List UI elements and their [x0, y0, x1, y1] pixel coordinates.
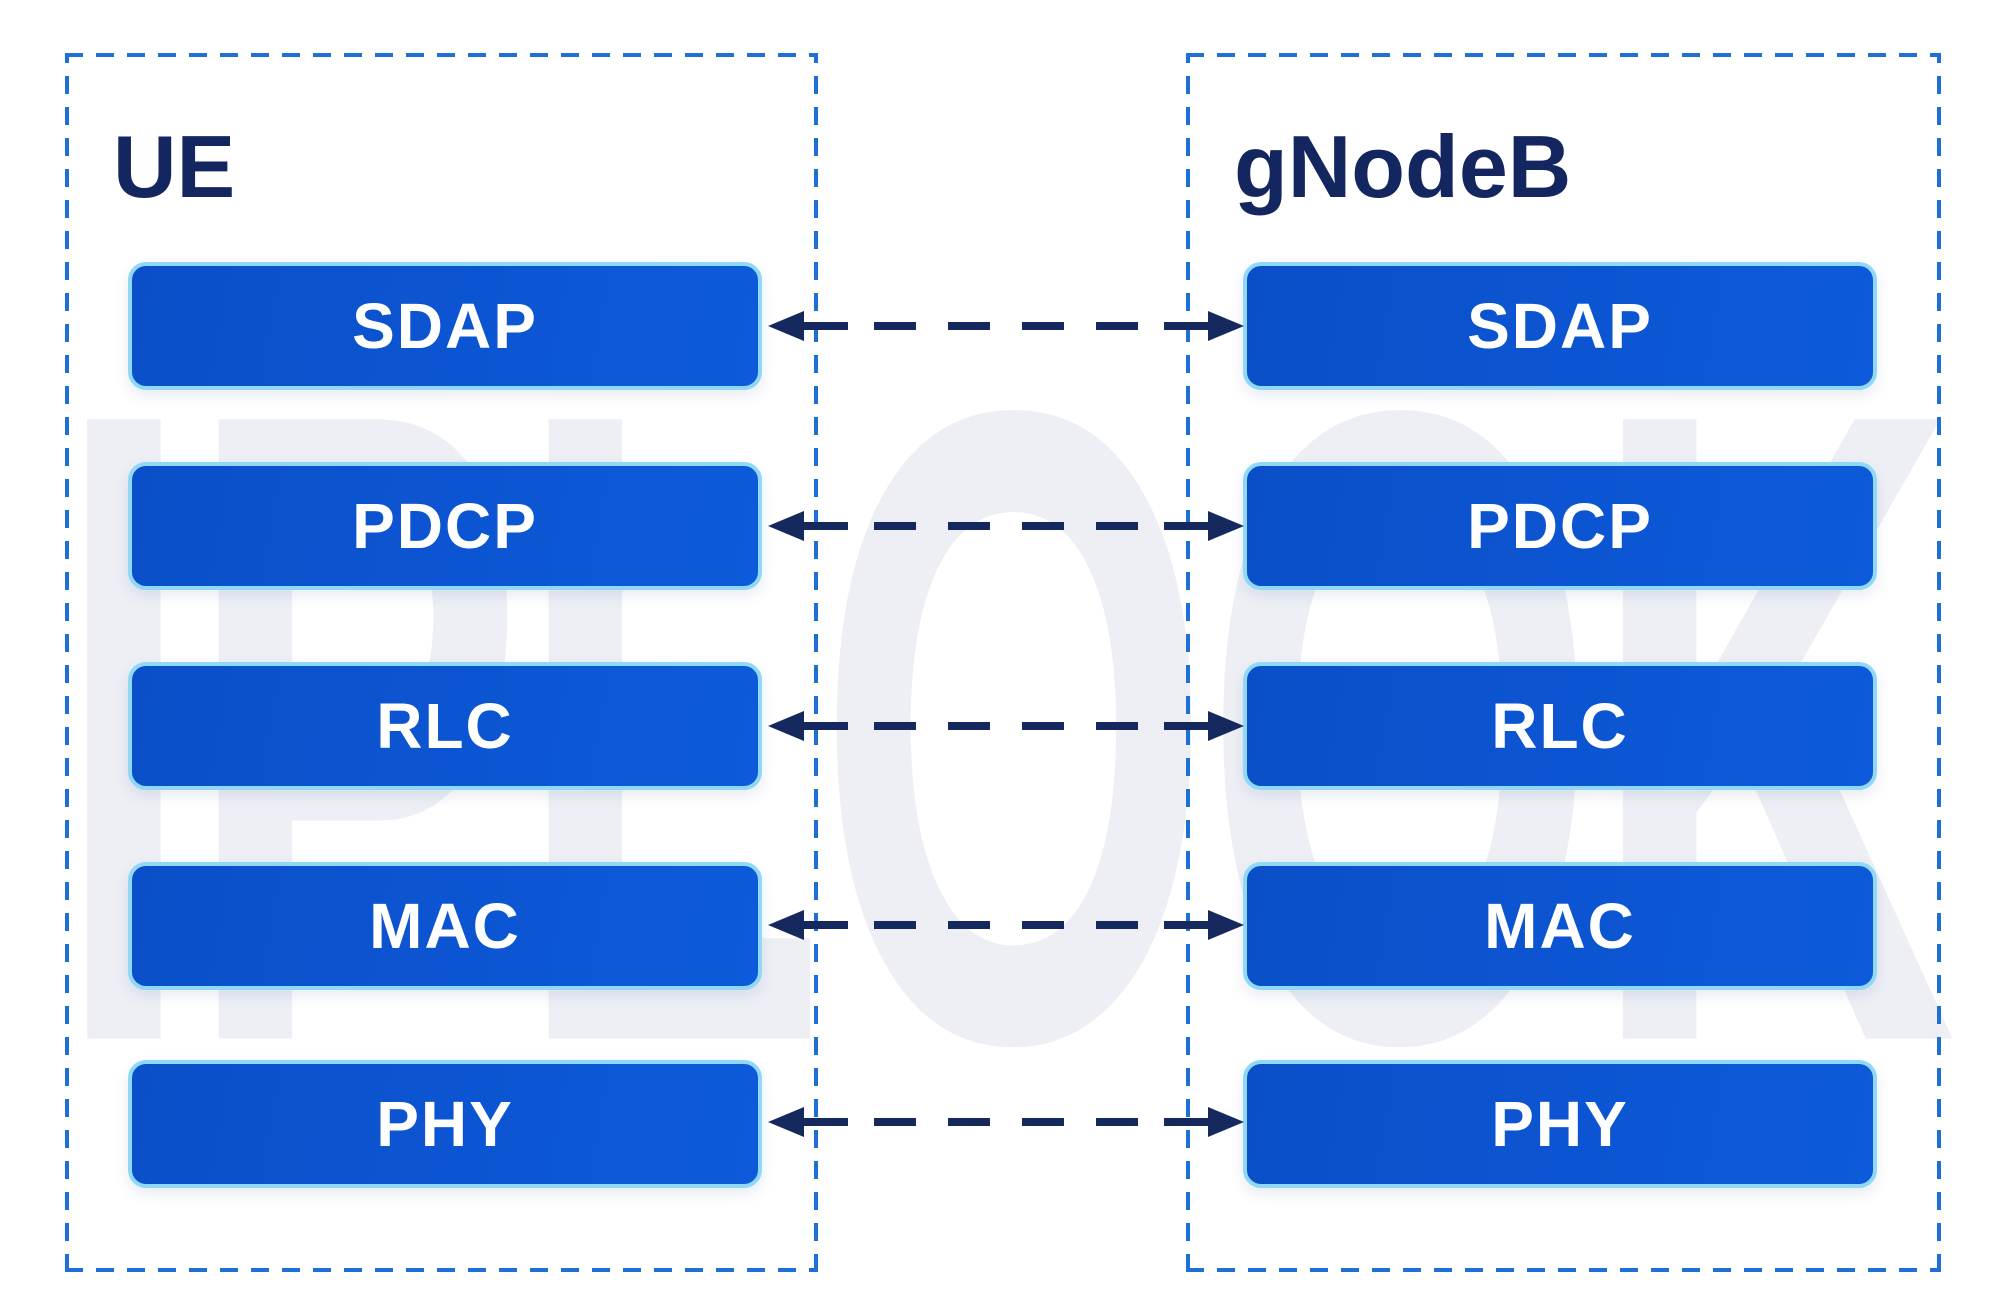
ue-layer-label-sdap: SDAP: [352, 290, 538, 362]
gnodeb-layer-label-pdcp: PDCP: [1467, 490, 1653, 562]
ue-panel: UE SDAP PDCP RLC MAC PHY: [65, 53, 818, 1272]
arrow-left-head-icon: [768, 1107, 804, 1137]
arrow-right-head-icon: [1208, 511, 1244, 541]
connection-arrow-sdap: [768, 311, 1244, 341]
arrow-right-head-icon: [1208, 311, 1244, 341]
gnodeb-layer-label-rlc: RLC: [1491, 690, 1629, 762]
gnodeb-layer-box-rlc: RLC: [1243, 662, 1877, 790]
arrow-left-head-icon: [768, 910, 804, 940]
ue-layer-box-mac: MAC: [128, 862, 762, 990]
ue-layer-box-sdap: SDAP: [128, 262, 762, 390]
arrow-right-head-icon: [1208, 910, 1244, 940]
ue-layer-box-rlc: RLC: [128, 662, 762, 790]
ue-layer-label-mac: MAC: [369, 890, 521, 962]
gnodeb-panel-title: gNodeB: [1234, 117, 1572, 216]
ue-layer-label-pdcp: PDCP: [352, 490, 538, 562]
ue-layer-label-rlc: RLC: [376, 690, 514, 762]
arrow-left-head-icon: [768, 311, 804, 341]
gnodeb-layer-box-pdcp: PDCP: [1243, 462, 1877, 590]
ue-layer-box-pdcp: PDCP: [128, 462, 762, 590]
gnodeb-layer-box-phy: PHY: [1243, 1060, 1877, 1188]
gnodeb-panel: gNodeB SDAP PDCP RLC MAC PHY: [1186, 53, 1941, 1272]
gnodeb-layer-label-sdap: SDAP: [1467, 290, 1653, 362]
arrow-right-head-icon: [1208, 711, 1244, 741]
gnodeb-layer-label-phy: PHY: [1491, 1088, 1629, 1160]
gnodeb-layer-box-sdap: SDAP: [1243, 262, 1877, 390]
ue-layer-box-phy: PHY: [128, 1060, 762, 1188]
ue-panel-title: UE: [113, 117, 236, 216]
connection-arrow-rlc: [768, 711, 1244, 741]
gnodeb-layer-label-mac: MAC: [1484, 890, 1636, 962]
arrow-left-head-icon: [768, 711, 804, 741]
gnodeb-layer-box-mac: MAC: [1243, 862, 1877, 990]
arrow-left-head-icon: [768, 511, 804, 541]
ue-layer-label-phy: PHY: [376, 1088, 514, 1160]
arrow-right-head-icon: [1208, 1107, 1244, 1137]
connection-arrow-pdcp: [768, 511, 1244, 541]
connection-arrow-mac: [768, 910, 1244, 940]
connection-arrow-phy: [768, 1107, 1244, 1137]
